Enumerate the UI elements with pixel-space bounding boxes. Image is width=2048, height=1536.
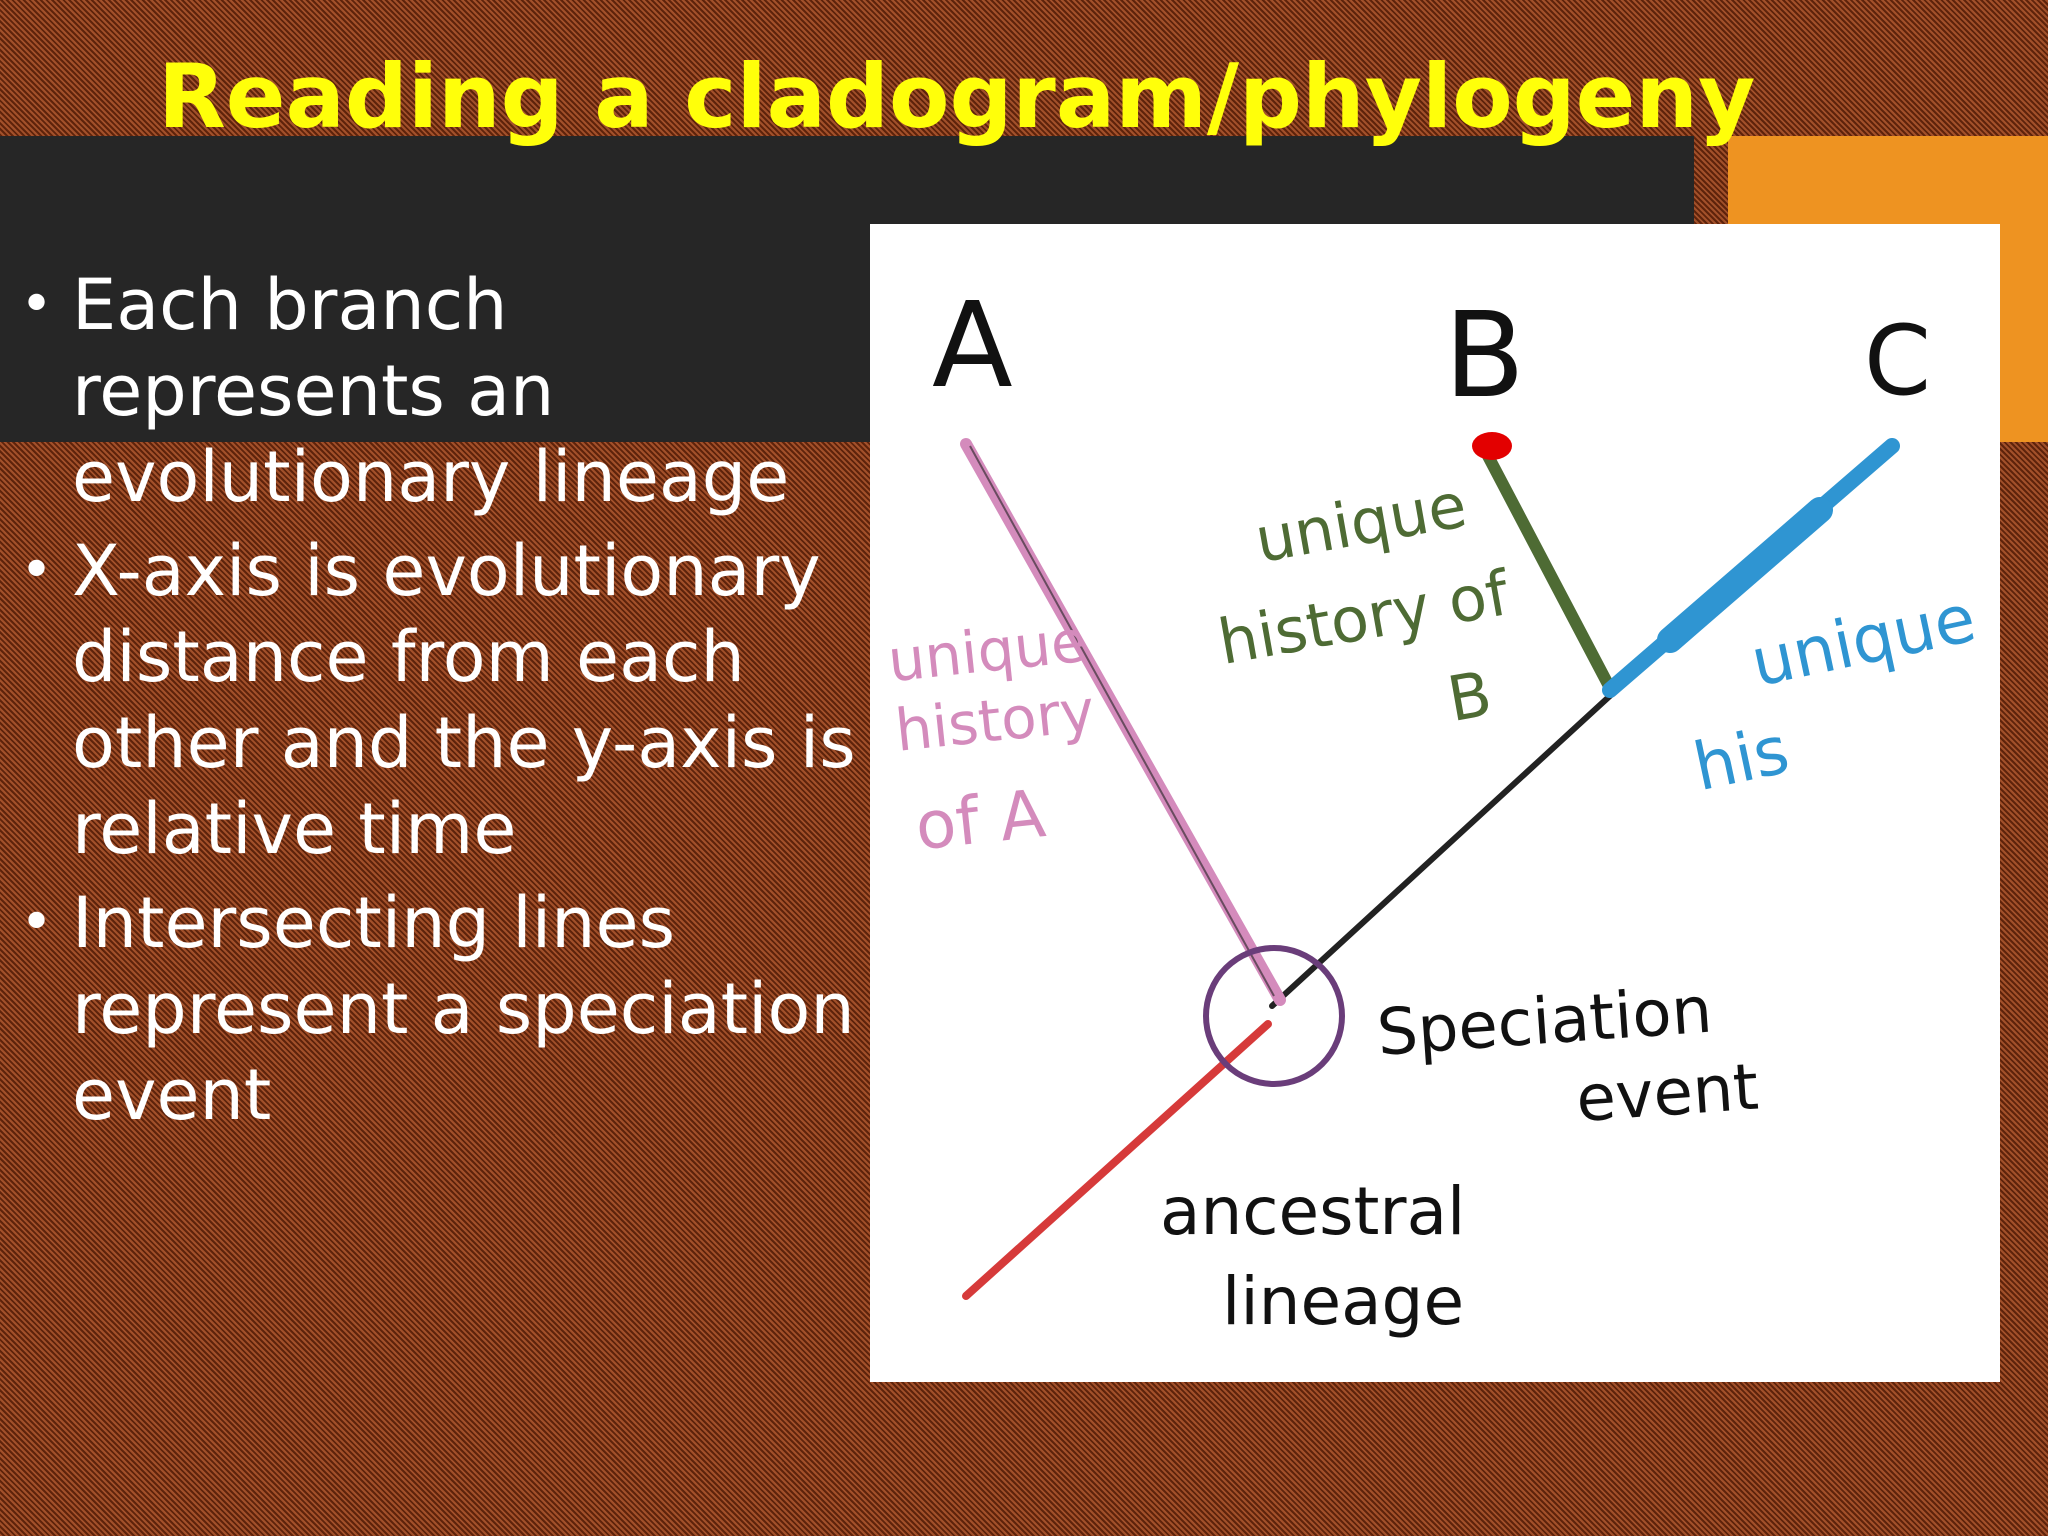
bullet-marker: •: [20, 890, 54, 955]
bullet-text: Each branch represents an evolutionary l…: [72, 264, 790, 518]
branch-b-line: [1482, 450, 1616, 694]
cladogram-diagram: A B C unique history of A unique history…: [885, 276, 1982, 1340]
main-lineage-line: [1269, 691, 1615, 1009]
branch-b-tip-mark: [1472, 432, 1512, 460]
speciation-annotation: Speciation event: [1375, 974, 1761, 1138]
ancestral-line-1: ancestral: [1160, 1173, 1465, 1250]
ancestral-annotation: ancestral lineage: [1160, 1173, 1465, 1340]
history-c-line-1: unique: [1745, 580, 1982, 702]
bullet-item: • Each branch represents an evolutionary…: [20, 262, 860, 520]
history-b-line-1: unique: [1250, 468, 1472, 577]
taxon-label-b: B: [1444, 286, 1525, 424]
taxon-label-c: C: [1864, 305, 1931, 417]
bullet-item: • X-axis is evolutionary distance from e…: [20, 528, 860, 872]
bullet-text: Intersecting lines represent a speciatio…: [72, 882, 855, 1136]
bullet-item: • Intersecting lines represent a speciat…: [20, 880, 860, 1138]
branch-a-edge: [969, 445, 1275, 997]
speciation-line-2: event: [1574, 1051, 1761, 1138]
bullet-marker: •: [20, 538, 54, 603]
bullet-list: • Each branch represents an evolutionary…: [20, 262, 860, 1146]
bullet-text: X-axis is evolutionary distance from eac…: [72, 530, 856, 870]
speciation-node-circle: [1203, 945, 1345, 1087]
branch-c-line-thick: [1657, 497, 1833, 653]
cladogram-figure: A B C unique history of A unique history…: [870, 224, 2000, 1382]
history-a-annotation: unique history of A: [885, 607, 1098, 865]
ancestral-lineage-line: [962, 1020, 1272, 1300]
history-a-line-3: of A: [912, 775, 1049, 865]
history-b-annotation: unique history of B: [1213, 468, 1516, 736]
slide-title: Reading a cladogram/phylogeny: [158, 45, 1756, 148]
bullet-marker: •: [20, 272, 54, 337]
ancestral-line-2: lineage: [1222, 1263, 1464, 1340]
history-b-line-3: B: [1442, 657, 1497, 736]
history-c-line-2: his: [1687, 711, 1796, 806]
taxon-label-a: A: [932, 276, 1013, 414]
